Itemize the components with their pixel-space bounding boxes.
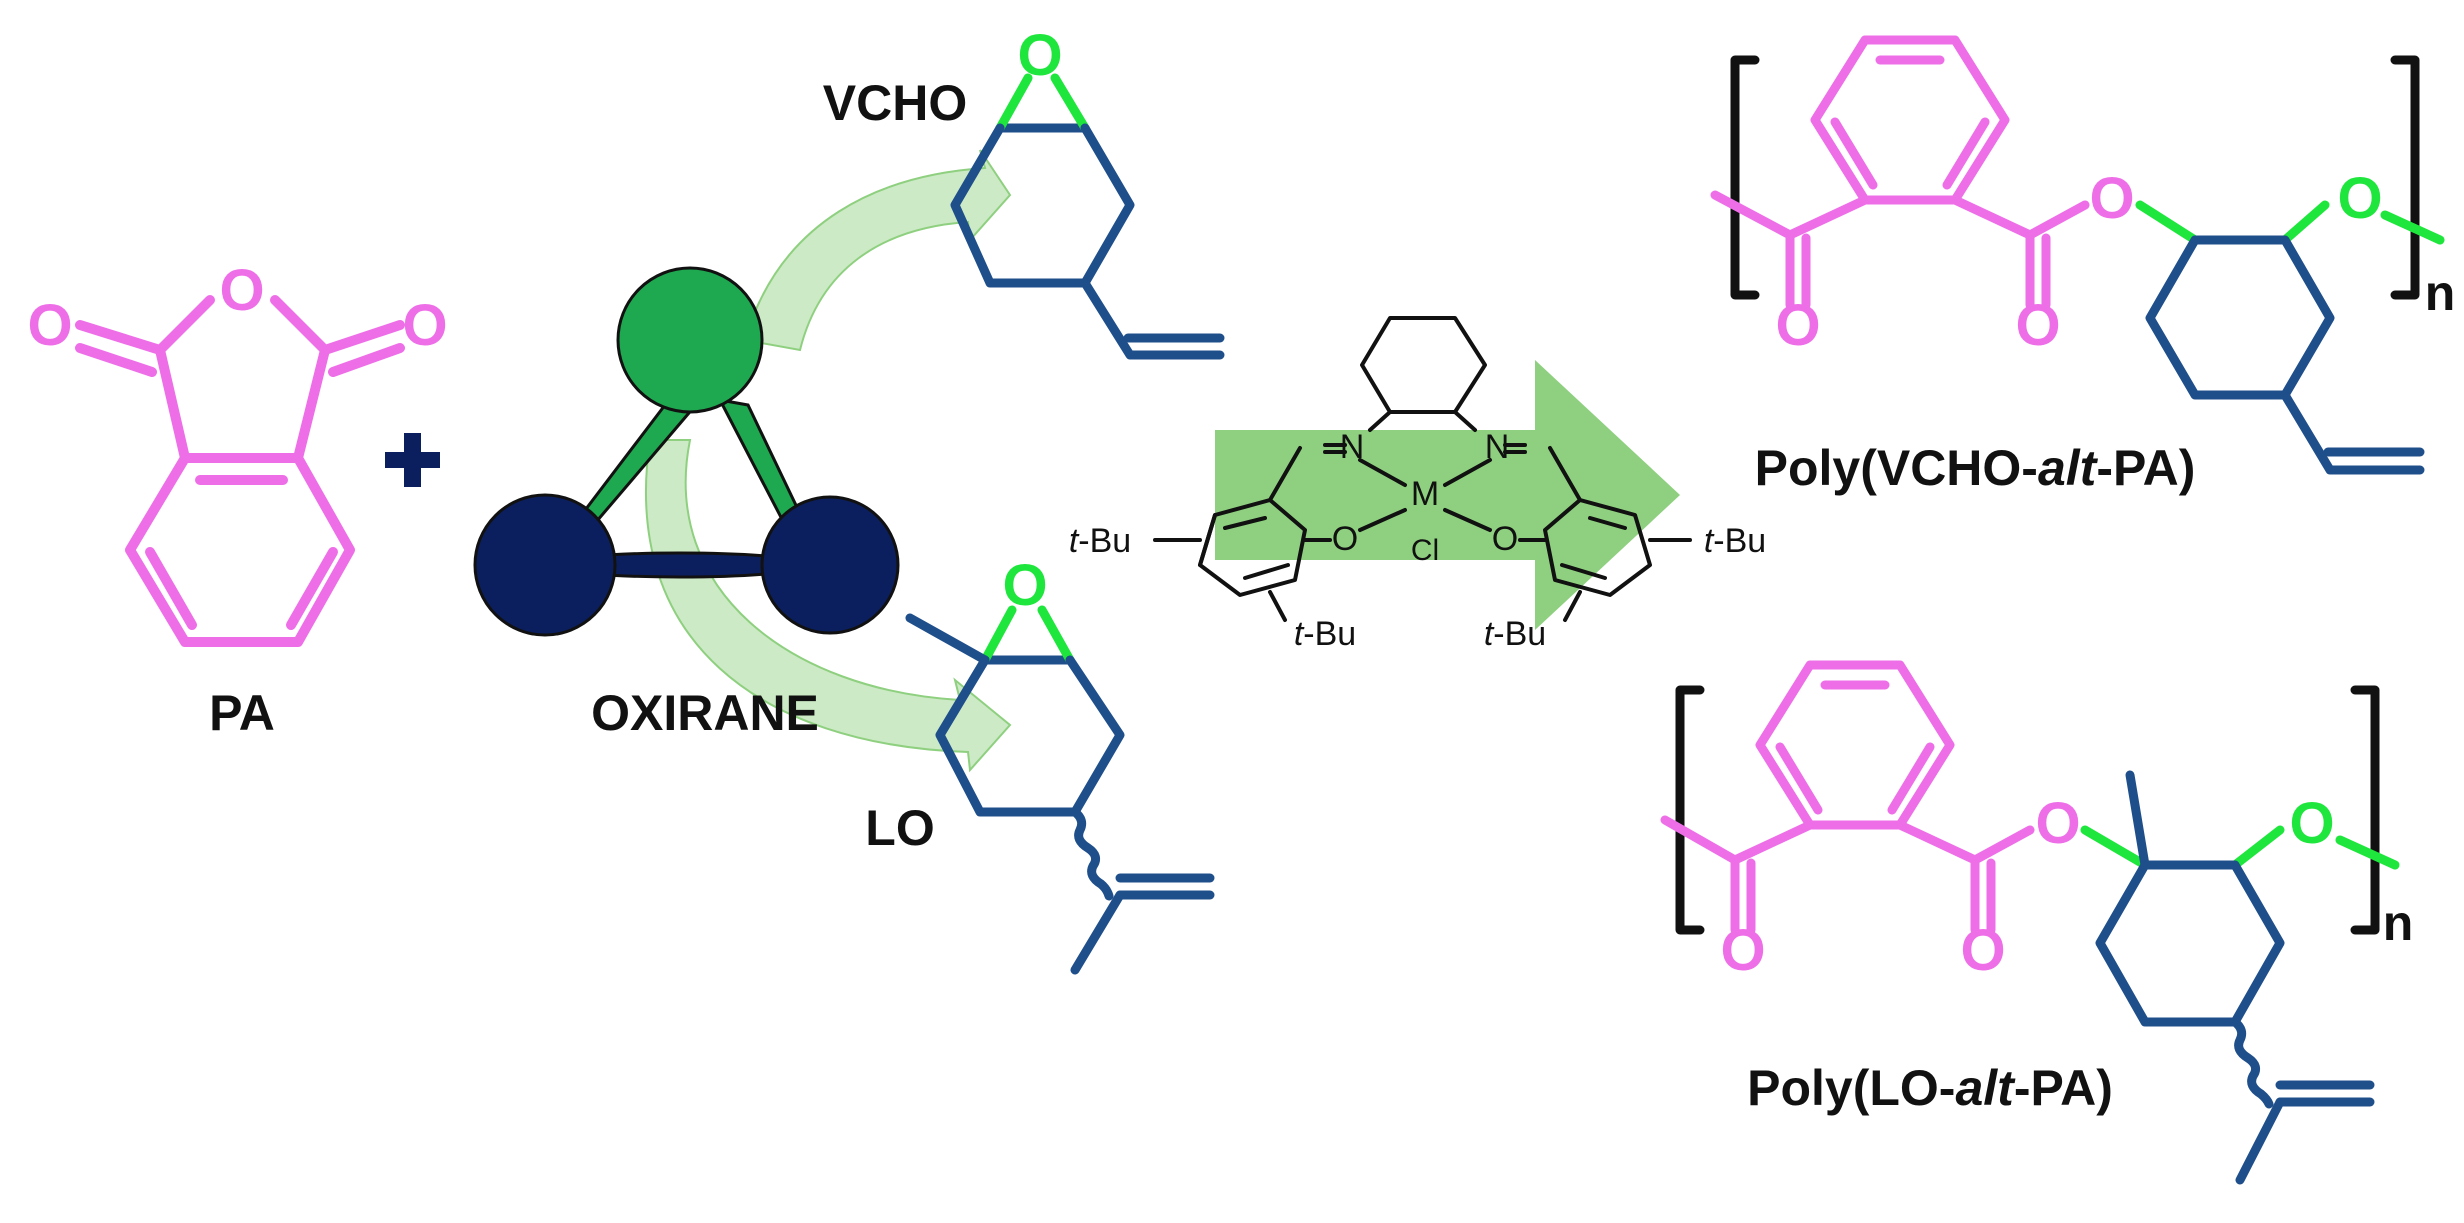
curved-arrow-to-lo: [645, 439, 1012, 773]
catalyst-oxygen-left: O: [1332, 520, 1358, 558]
tbu-label-right-para: t-Bu: [1704, 522, 1766, 560]
poly-vcho-repeat-n: n: [2425, 265, 2456, 321]
catalyst-nitrogen-right: N: [1485, 428, 1510, 466]
salen-catalyst-structure: [1153, 316, 1692, 622]
vcho-label: VCHO: [823, 75, 967, 131]
tbu-label-left-para: t-Bu: [1069, 522, 1131, 560]
oxirane-carbon-atom-left: [473, 493, 617, 637]
poly-vcho-ether-oxygen: O: [2337, 166, 2382, 231]
lo-structure: [905, 605, 1215, 975]
lo-label: LO: [865, 800, 934, 856]
poly-lo-structure: [1660, 660, 2400, 1185]
poly-lo-ester-oxygen: O: [2035, 791, 2080, 856]
oxirane-model: [473, 266, 900, 637]
poly-vcho-structure: [1710, 35, 2445, 475]
poly-lo-repeat-n: n: [2383, 895, 2414, 951]
poly-vcho-carbonyl-oxygen-left: O: [1775, 293, 1820, 358]
tbu-label-right-ortho: t-Bu: [1484, 615, 1546, 653]
pa-ring-oxygen: O: [219, 258, 264, 323]
poly-vcho-label: Poly(VCHO-alt-PA): [1755, 440, 2196, 496]
reaction-arrow: [1215, 360, 1680, 630]
poly-vcho-carbonyl-oxygen-right: O: [2015, 293, 2060, 358]
poly-lo-label: Poly(LO-alt-PA): [1747, 1060, 2113, 1116]
oxirane-oxygen-atom: [616, 266, 764, 414]
vcho-epoxide-oxygen: O: [1017, 23, 1062, 88]
poly-lo-ether-oxygen: O: [2289, 791, 2334, 856]
pa-label: PA: [209, 685, 275, 741]
pa-carbonyl-oxygen-left: O: [27, 293, 72, 358]
tbu-label-left-ortho: t-Bu: [1294, 615, 1356, 653]
catalyst-chloride: Cl: [1411, 534, 1439, 567]
oxirane-label: OXIRANE: [591, 685, 819, 741]
phthalic-anhydride-structure: [75, 295, 405, 647]
lo-epoxide-oxygen: O: [1002, 553, 1047, 618]
oxirane-carbon-atom-right: [760, 495, 900, 635]
plus-icon: [385, 433, 440, 487]
catalyst-nitrogen-left: N: [1340, 428, 1365, 466]
poly-vcho-ester-oxygen: O: [2089, 166, 2134, 231]
pa-carbonyl-oxygen-right: O: [402, 293, 447, 358]
vcho-structure: [950, 73, 1225, 360]
poly-lo-carbonyl-oxygen-left: O: [1720, 918, 1765, 983]
catalyst-oxygen-right: O: [1492, 520, 1518, 558]
poly-lo-carbonyl-oxygen-right: O: [1960, 918, 2005, 983]
curved-arrow-to-vcho: [743, 149, 1012, 352]
catalyst-metal: M: [1411, 475, 1439, 513]
